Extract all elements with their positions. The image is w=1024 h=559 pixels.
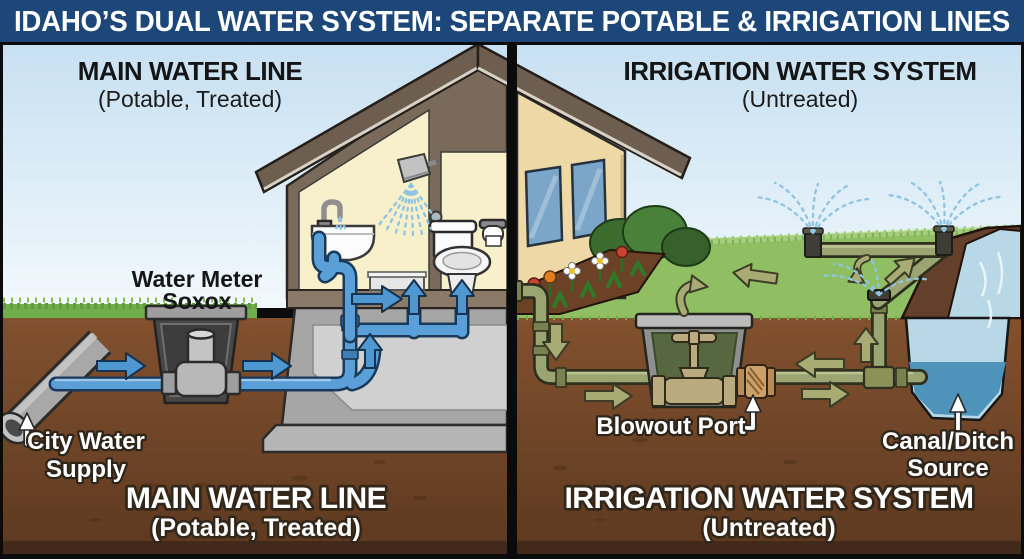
- right-soil-dark-band: [517, 541, 1021, 554]
- flow-arrow: [542, 323, 570, 361]
- flower-bed-icon: [517, 245, 666, 315]
- banner-background: [0, 0, 1024, 44]
- canal-label-line1: Canal/Ditch: [882, 428, 1014, 455]
- water-meter-icon: [160, 328, 242, 398]
- right-header-title: IRRIGATION WATER SYSTEM: [624, 56, 977, 86]
- frame-and-divider: [0, 42, 1024, 559]
- pipe-tee-fitting: [862, 365, 896, 390]
- left-panel-potable-system: MAIN WATER LINE (Potable, Treated) Water…: [3, 44, 507, 554]
- potable-flow-arrows: [96, 279, 475, 380]
- canal-pointer-arrow: [949, 393, 967, 430]
- flow-arrow: [732, 262, 779, 288]
- left-soil-dark-band: [3, 541, 507, 554]
- right-header-subtitle: (Untreated): [742, 86, 858, 112]
- flow-arrow: [357, 333, 383, 369]
- blowout-port-icon: [736, 364, 776, 399]
- valve-box-icon: [634, 312, 754, 409]
- flow-arrow: [351, 285, 403, 313]
- right-footer-title: IRRIGATION WATER SYSTEM: [564, 482, 973, 515]
- title-banner: IDAHO’S DUAL WATER SYSTEM: SEPARATE POTA…: [0, 0, 1024, 44]
- flow-arrow: [242, 352, 292, 380]
- interior-potable-pipes: [311, 230, 358, 344]
- blowout-pointer-arrow: [737, 394, 762, 432]
- blowout-port-label: Blowout Port: [596, 413, 745, 440]
- house-exterior: [517, 63, 692, 300]
- banner-title: IDAHO’S DUAL WATER SYSTEM: SEPARATE POTA…: [14, 6, 1010, 38]
- flow-arrow: [853, 327, 879, 363]
- canal-icon: [900, 224, 1021, 422]
- gate-valve-icon: [651, 330, 737, 407]
- city-water-label-line2: Supply: [46, 456, 127, 483]
- flowers: [527, 245, 629, 306]
- city-water-label-line1: City Water: [27, 428, 145, 455]
- right-soil-speckles: [553, 437, 866, 522]
- toilet-paper-icon: [478, 218, 507, 247]
- right-footer-subtitle: (Untreated): [702, 514, 835, 542]
- water-meter-label-line1: Water Meter: [132, 266, 263, 292]
- left-header-subtitle: (Potable, Treated): [98, 86, 282, 112]
- roof-right-slope: [476, 44, 507, 87]
- flow-arrow: [884, 256, 916, 287]
- panel-divider: [507, 44, 517, 559]
- water-meter-label-line2: Soxox: [162, 288, 231, 314]
- canal-label-line2: Source: [907, 455, 988, 482]
- roof-right-slope: [517, 63, 692, 180]
- shower-spray: [376, 182, 440, 239]
- flow-arrow: [795, 351, 845, 378]
- flow-arrow: [449, 279, 475, 315]
- left-footer-subtitle: (Potable, Treated): [151, 514, 361, 542]
- bushes-icon: [589, 205, 711, 268]
- sprinkler-spray: [754, 179, 1002, 297]
- city-water-pointer-arrow: [18, 412, 48, 448]
- faucet-spray: [333, 216, 348, 235]
- canal-pool: [909, 362, 1006, 416]
- left-header-title: MAIN WATER LINE: [78, 56, 303, 86]
- left-soil-speckles: [63, 460, 427, 526]
- flow-arrow: [801, 381, 850, 408]
- right-panel-irrigation-system: IRRIGATION WATER SYSTEM (Untreated) Blow…: [517, 44, 1021, 554]
- flow-arrow: [584, 383, 633, 410]
- flow-arrow: [401, 279, 427, 315]
- left-footer-title: MAIN WATER LINE: [126, 482, 386, 515]
- window-icon: [570, 158, 608, 240]
- flow-arrow: [96, 352, 146, 380]
- flow-arrow: [688, 274, 709, 294]
- window-icon: [524, 165, 564, 248]
